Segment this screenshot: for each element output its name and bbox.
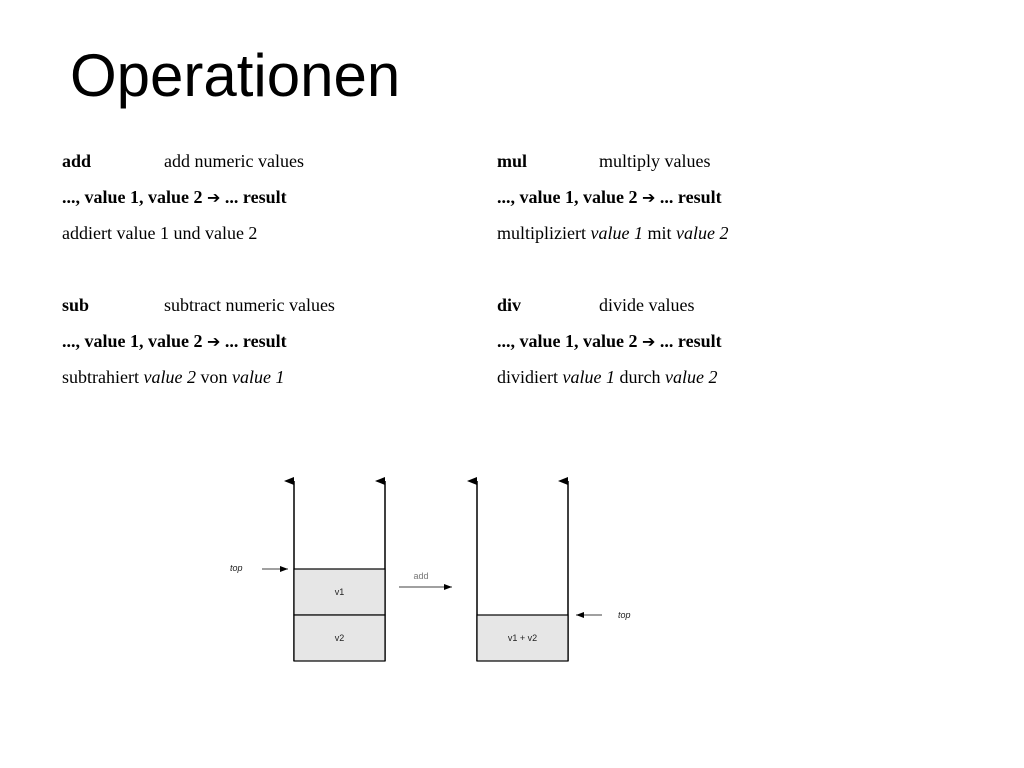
op-header: sub subtract numeric values xyxy=(62,294,335,316)
stack-cell-label: v1 xyxy=(335,587,345,597)
stack-cell xyxy=(476,614,569,662)
stack-before: v1 v2 top xyxy=(230,477,386,662)
signature-suffix: ... result xyxy=(659,187,722,207)
stack-cell-label: v2 xyxy=(335,633,345,643)
op-name: div xyxy=(497,295,522,315)
arrow-right-icon: ➔ xyxy=(207,188,221,207)
desc-operand-a: value 1 xyxy=(590,223,643,243)
desc-pre: multipliziert xyxy=(497,223,586,243)
stack-cell-label: v1 + v2 xyxy=(508,633,537,643)
desc-operand-b: value 2 xyxy=(675,223,729,243)
stack-after: v1 + v2 top xyxy=(467,477,631,662)
desc-operand-b: value 2 xyxy=(664,367,718,387)
op-description: dividiert value 1 durch value 2 xyxy=(497,366,717,388)
signature-suffix: ... result xyxy=(224,331,287,351)
signature-prefix: ..., value 1, value 2 xyxy=(62,187,203,207)
page-title: Operationen xyxy=(70,42,401,109)
op-name: sub xyxy=(62,295,90,315)
operation-transition: add xyxy=(399,571,452,590)
op-signature: ..., value 1, value 2 ➔ ... result xyxy=(497,186,722,209)
op-summary: add numeric values xyxy=(164,151,304,171)
op-description: addiert value 1 und value 2 xyxy=(62,223,258,243)
op-signature: ..., value 1, value 2 ➔ ... result xyxy=(62,186,287,209)
op-name: add xyxy=(62,151,92,171)
op-summary: subtract numeric values xyxy=(164,295,335,315)
arrow-right-icon: ➔ xyxy=(207,332,221,351)
desc-operand-a: value 2 xyxy=(143,367,196,387)
signature-prefix: ..., value 1, value 2 xyxy=(62,331,203,351)
signature-prefix: ..., value 1, value 2 xyxy=(497,331,638,351)
signature-suffix: ... result xyxy=(224,187,287,207)
desc-operand-b: value 1 xyxy=(231,367,285,387)
op-summary: multiply values xyxy=(599,151,711,171)
op-summary: divide values xyxy=(599,295,695,315)
op-description: subtrahiert value 2 von value 1 xyxy=(62,366,284,388)
op-header: mul multiply values xyxy=(497,150,711,172)
op-signature: ..., value 1, value 2 ➔ ... result xyxy=(62,330,287,353)
op-name: mul xyxy=(497,151,528,171)
arrow-right-icon: ➔ xyxy=(642,188,656,207)
signature-prefix: ..., value 1, value 2 xyxy=(497,187,638,207)
arrow-right-icon: ➔ xyxy=(642,332,656,351)
desc-mid: mit xyxy=(647,223,672,243)
desc-operand-a: value 1 xyxy=(562,367,615,387)
desc-mid: von xyxy=(200,367,228,387)
operation-label: add xyxy=(413,571,428,581)
op-signature: ..., value 1, value 2 ➔ ... result xyxy=(497,330,722,353)
top-pointer-label: top xyxy=(618,610,631,620)
top-pointer-label: top xyxy=(230,563,243,573)
desc-pre: subtrahiert xyxy=(62,367,139,387)
signature-suffix: ... result xyxy=(659,331,722,351)
desc-pre: dividiert xyxy=(497,367,558,387)
stack-cell xyxy=(293,614,386,662)
op-description: multipliziert value 1 mit value 2 xyxy=(497,222,728,244)
desc-mid: durch xyxy=(619,367,661,387)
op-header: div divide values xyxy=(497,294,694,316)
op-header: add add numeric values xyxy=(62,150,304,172)
